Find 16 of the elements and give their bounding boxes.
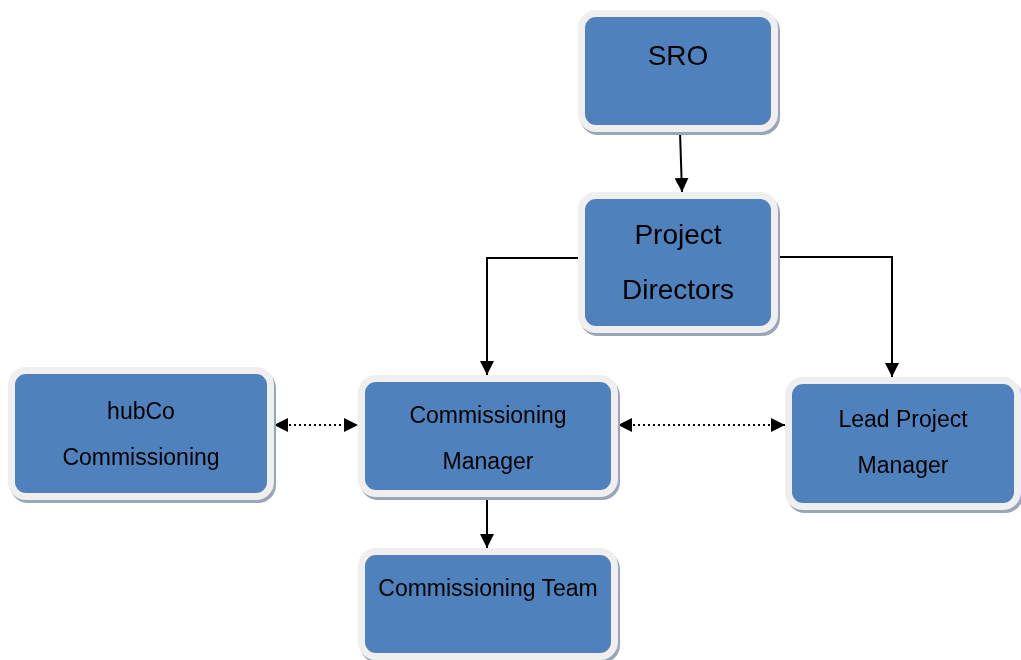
role-title: SRO [646,39,710,73]
dotted-arrow [617,418,786,432]
arrow [777,256,899,378]
role-box [358,375,618,497]
dotted-arrow [273,418,359,432]
role-title: Lead Project Manager [837,405,969,480]
role-box [8,367,274,500]
role-box [578,10,778,132]
role-box [358,548,618,660]
role-box [785,377,1021,510]
role-title: hubCo Commissioning [61,397,221,472]
role-box [578,192,778,333]
role-title: Commissioning Manager [408,401,568,476]
role-title: Commissioning Team [378,574,598,603]
arrow [480,257,579,376]
role-title: Project Directors [621,218,735,307]
